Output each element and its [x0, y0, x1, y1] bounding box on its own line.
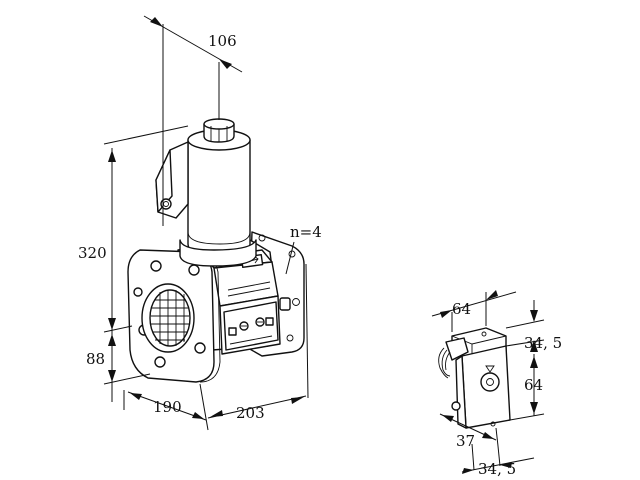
dim-height-upper: 320: [78, 244, 107, 262]
bolt-count-label: n=4: [290, 223, 322, 241]
cable-plug: [438, 337, 469, 379]
terminal-screw: [239, 321, 249, 331]
gas-valve: [127, 118, 305, 383]
valve-dimensions: 106 320 88 190 203 n=4: [78, 15, 322, 431]
dim-solenoid-depth: 37: [456, 432, 475, 450]
top-nut: [203, 118, 235, 143]
pipe-opening: [141, 283, 195, 353]
solenoid-unit: [438, 327, 511, 429]
plug-face: [480, 365, 500, 392]
terminal-screw: [255, 317, 265, 327]
dim-solenoid-height-top: 34, 5: [524, 334, 562, 352]
dim-solenoid-base: 34, 5: [478, 460, 516, 478]
cable-connector: [155, 141, 189, 219]
solenoid-coil: [179, 129, 257, 267]
dim-top-width: 106: [208, 32, 237, 50]
solenoid-dimensions: 64 34, 5 64 37 34, 5: [431, 290, 562, 478]
dim-depth: 190: [153, 398, 182, 416]
dim-height-lower: 88: [86, 350, 105, 368]
dim-length: 203: [236, 404, 265, 422]
dim-solenoid-height-body: 64: [524, 376, 543, 394]
front-flange: [127, 249, 221, 383]
dim-solenoid-width: 64: [452, 300, 471, 318]
